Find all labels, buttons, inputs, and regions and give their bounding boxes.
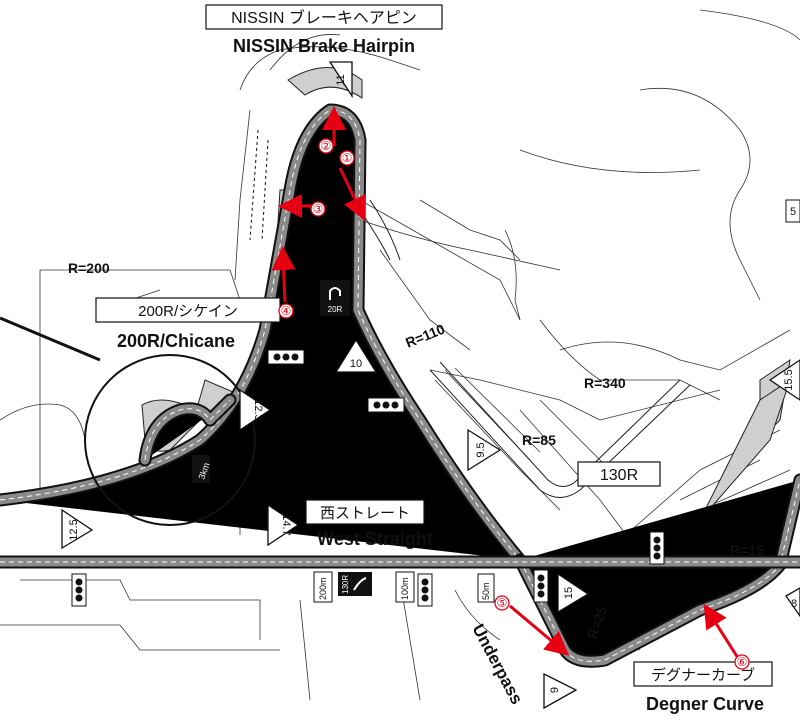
hairpin-speed-text: 20R xyxy=(328,305,343,314)
west-en-text: West Straight xyxy=(317,529,433,549)
km-markers: 11 10 9.5 12.3 12.5 14.7 15 15.5 xyxy=(61,61,800,710)
signal-3 xyxy=(649,531,665,565)
hairpin-label: NISSIN ブレーキヘアピン NISSIN Brake Hairpin xyxy=(205,4,443,56)
svg-text:14.7: 14.7 xyxy=(280,514,292,535)
svg-text:9.5: 9.5 xyxy=(475,442,487,457)
chicane-en-text: 200R/Chicane xyxy=(117,331,235,351)
r130-speed-sign: 130R xyxy=(338,572,372,596)
marker-5: 5 xyxy=(785,199,800,223)
arrow-5 xyxy=(509,604,570,656)
marker-15-5: 15.5 xyxy=(768,359,800,401)
hairpin-speed-sign: 20R xyxy=(320,280,350,316)
marker-12-3: 12.3 xyxy=(239,388,272,432)
arrow-6 xyxy=(703,603,740,659)
marker-8: 8 xyxy=(785,587,800,618)
hairpin-side-markings xyxy=(249,129,269,241)
arrow-label-5: ⑤ xyxy=(497,596,508,610)
svg-text:12.5: 12.5 xyxy=(68,519,80,540)
km-board-3: 3km xyxy=(192,455,212,483)
r130-text: 130R xyxy=(600,467,638,484)
marker-11: 11 xyxy=(328,61,353,99)
radius-r200: R=200 xyxy=(68,260,110,276)
arrow-label-4: ④ xyxy=(281,304,292,318)
chicane-jp-text: 200R/シケイン xyxy=(138,303,238,320)
degner-jp-text: デグナーカーブ xyxy=(651,666,755,684)
marker-14-7: 14.7 xyxy=(267,503,300,547)
hairpin-jp-text: NISSIN ブレーキヘアピン xyxy=(231,8,417,27)
marker-9-5: 9.5 xyxy=(467,428,502,472)
arrow-label-2: ② xyxy=(321,139,332,153)
hairpin-en-text: NISSIN Brake Hairpin xyxy=(233,36,415,56)
chicane-pointer-line xyxy=(0,316,101,362)
distance-board-100: 100m xyxy=(395,571,415,603)
arrow-4 xyxy=(271,246,296,303)
svg-text:15: 15 xyxy=(563,587,575,599)
svg-text:200m: 200m xyxy=(318,577,328,600)
svg-text:5: 5 xyxy=(790,206,796,218)
marker-15: 15 xyxy=(557,572,590,614)
distance-board-200: 200m xyxy=(313,571,333,603)
degner-label: デグナーカーブ Degner Curve xyxy=(633,661,773,714)
r130-label: 130R xyxy=(577,461,661,487)
race-track xyxy=(0,110,800,661)
direction-arrows xyxy=(271,106,740,659)
chicane-highlight-circle xyxy=(84,354,256,526)
arrow-label-6: ⑥ xyxy=(737,655,748,669)
marker-10: 10 xyxy=(334,338,378,373)
radius-r85: R=85 xyxy=(522,432,556,448)
signal-4 xyxy=(71,573,87,607)
arrow-label-1: ① xyxy=(342,151,353,165)
svg-text:10: 10 xyxy=(350,358,362,370)
svg-text:50m: 50m xyxy=(481,582,491,600)
svg-text:15.5: 15.5 xyxy=(783,369,795,390)
signal-2 xyxy=(367,397,405,413)
chicane-label: 200R/シケイン 200R/Chicane xyxy=(95,297,281,351)
r130-speed-text: 130R xyxy=(341,575,350,594)
underpass-text: Underpass xyxy=(468,621,526,708)
arrow-1 xyxy=(338,167,366,221)
distance-board-50: 50m xyxy=(477,573,495,603)
radius-r340: R=340 xyxy=(584,375,626,391)
arrow-number-labels: ① ② ③ ④ ⑤ ⑥ xyxy=(278,138,750,670)
svg-text:11: 11 xyxy=(335,74,347,85)
west-straight-label: 西ストレート West Straight xyxy=(305,499,433,549)
signal-1 xyxy=(267,349,305,365)
svg-text:8: 8 xyxy=(791,598,797,610)
auxiliary-tracks xyxy=(359,199,691,498)
arrow-label-3: ③ xyxy=(313,202,324,216)
marker-9: 9 xyxy=(543,672,578,710)
radius-r110: R=110 xyxy=(403,321,447,351)
signal-lights xyxy=(71,349,665,607)
west-jp-text: 西ストレート xyxy=(320,505,410,522)
marker-12-5: 12.5 xyxy=(61,508,94,550)
degner-en-text: Degner Curve xyxy=(646,694,764,714)
signal-6 xyxy=(533,569,549,603)
radius-r15: R=15 xyxy=(730,542,764,558)
signal-5 xyxy=(417,573,433,607)
svg-text:9: 9 xyxy=(549,687,561,693)
svg-text:100m: 100m xyxy=(400,577,410,600)
svg-text:12.3: 12.3 xyxy=(252,399,264,420)
